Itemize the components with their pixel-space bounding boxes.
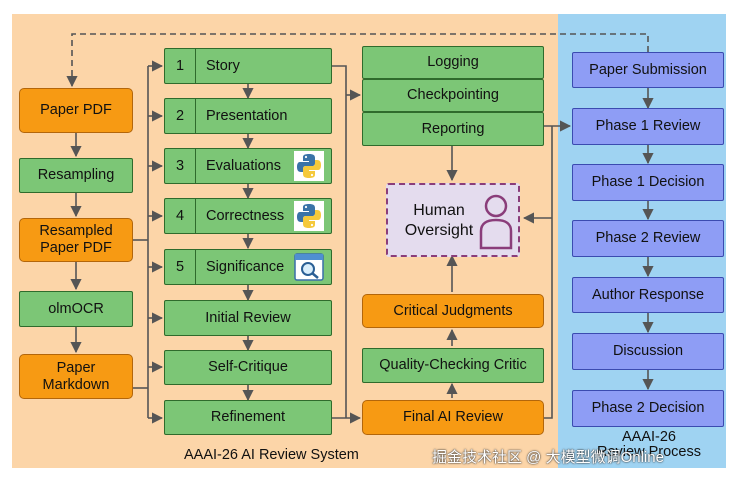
aaai-step-label: Phase 2 Decision (591, 400, 705, 417)
step-label: Story (206, 57, 240, 74)
refinement-box: Refinement (164, 400, 332, 435)
olmocr-label: olmOCR (48, 300, 104, 317)
ai-system-caption: AAAI-26 AI Review System (184, 447, 359, 463)
aaai-step-label: Phase 1 Review (595, 118, 701, 135)
person-icon (479, 194, 513, 250)
paper-markdown-line1: Paper (56, 359, 96, 376)
critical-judgments-label: Critical Judgments (393, 302, 513, 319)
checkpointing-box: Checkpointing (362, 79, 544, 112)
final-ai-review-label: Final AI Review (403, 409, 503, 426)
logging-label: Logging (427, 54, 479, 71)
aaai-step-label: Paper Submission (589, 61, 707, 78)
aaai-step-paper-submission: Paper Submission (572, 52, 724, 88)
step-label: Correctness (206, 207, 285, 224)
aaai-step-label: Phase 2 Review (595, 230, 701, 247)
step-number: 3 (165, 149, 196, 183)
human-oversight-text: Human Oversight (398, 201, 480, 241)
aaai-step-author-response: Author Response (572, 277, 724, 313)
initial-review-box: Initial Review (164, 300, 332, 336)
human-oversight-line1: Human (413, 202, 465, 219)
paper-pdf-box: Paper PDF (19, 88, 133, 133)
checkpointing-label: Checkpointing (407, 87, 499, 104)
aaai-caption-line1: AAAI-26 (622, 429, 676, 445)
final-ai-review-box: Final AI Review (362, 400, 544, 435)
dashed-submission-arrow (66, 33, 649, 88)
reporting-box: Reporting (362, 112, 544, 146)
quality-checking-critic-box: Quality-Checking Critic (362, 348, 544, 383)
self-critique-label: Self-Critique (208, 359, 288, 376)
review-step-presentation: 2 Presentation (164, 98, 332, 134)
initial-review-label: Initial Review (205, 309, 291, 326)
step-label: Evaluations (206, 157, 281, 174)
resampled-pdf-box: Resampled Paper PDF (19, 218, 133, 262)
human-oversight-box: Human Oversight (386, 183, 520, 257)
step-number: 1 (165, 49, 196, 83)
aaai-caption-line2: Review Process (597, 444, 701, 461)
refinement-label: Refinement (210, 409, 286, 426)
aaai-step-label: Author Response (591, 286, 705, 303)
step-label: Significance (206, 258, 285, 275)
watermark-text: 掘金技术社区 @ 大模型微调Online (432, 449, 664, 466)
olmocr-box: olmOCR (19, 291, 133, 327)
aaai-step-phase2-review: Phase 2 Review (572, 220, 724, 257)
quality-checking-critic-label: Quality-Checking Critic (379, 357, 527, 374)
critical-judgments-box: Critical Judgments (362, 294, 544, 328)
paper-pdf-label: Paper PDF (40, 102, 112, 119)
step-number: 4 (165, 199, 196, 233)
aaai-step-label: Phase 1 Decision (591, 174, 705, 191)
step-number: 2 (165, 99, 196, 133)
paper-markdown-box: Paper Markdown (19, 354, 133, 399)
resampling-label: Resampling (37, 167, 115, 184)
resampled-pdf-line1: Resampled (39, 223, 113, 240)
step-number: 5 (165, 250, 196, 284)
paper-markdown-line2: Markdown (42, 376, 110, 393)
aaai-step-discussion: Discussion (572, 333, 724, 370)
self-critique-box: Self-Critique (164, 350, 332, 385)
search-window-icon (294, 253, 324, 281)
aaai-step-phase1-decision: Phase 1 Decision (572, 164, 724, 201)
logging-box: Logging (362, 46, 544, 79)
resampled-pdf-line2: Paper PDF (40, 240, 112, 256)
aaai-step-phase2-decision: Phase 2 Decision (572, 390, 724, 427)
aaai-step-label: Discussion (612, 343, 684, 360)
aaai-step-phase1-review: Phase 1 Review (572, 108, 724, 145)
python-icon (294, 151, 324, 181)
resampling-box: Resampling (19, 158, 133, 193)
review-step-story: 1 Story (164, 48, 332, 84)
reporting-label: Reporting (421, 120, 485, 137)
human-oversight-line2: Oversight (404, 222, 474, 239)
python-icon (294, 201, 324, 231)
step-label: Presentation (206, 107, 288, 124)
aaai-process-caption: AAAI-26 Review Process (574, 429, 724, 461)
